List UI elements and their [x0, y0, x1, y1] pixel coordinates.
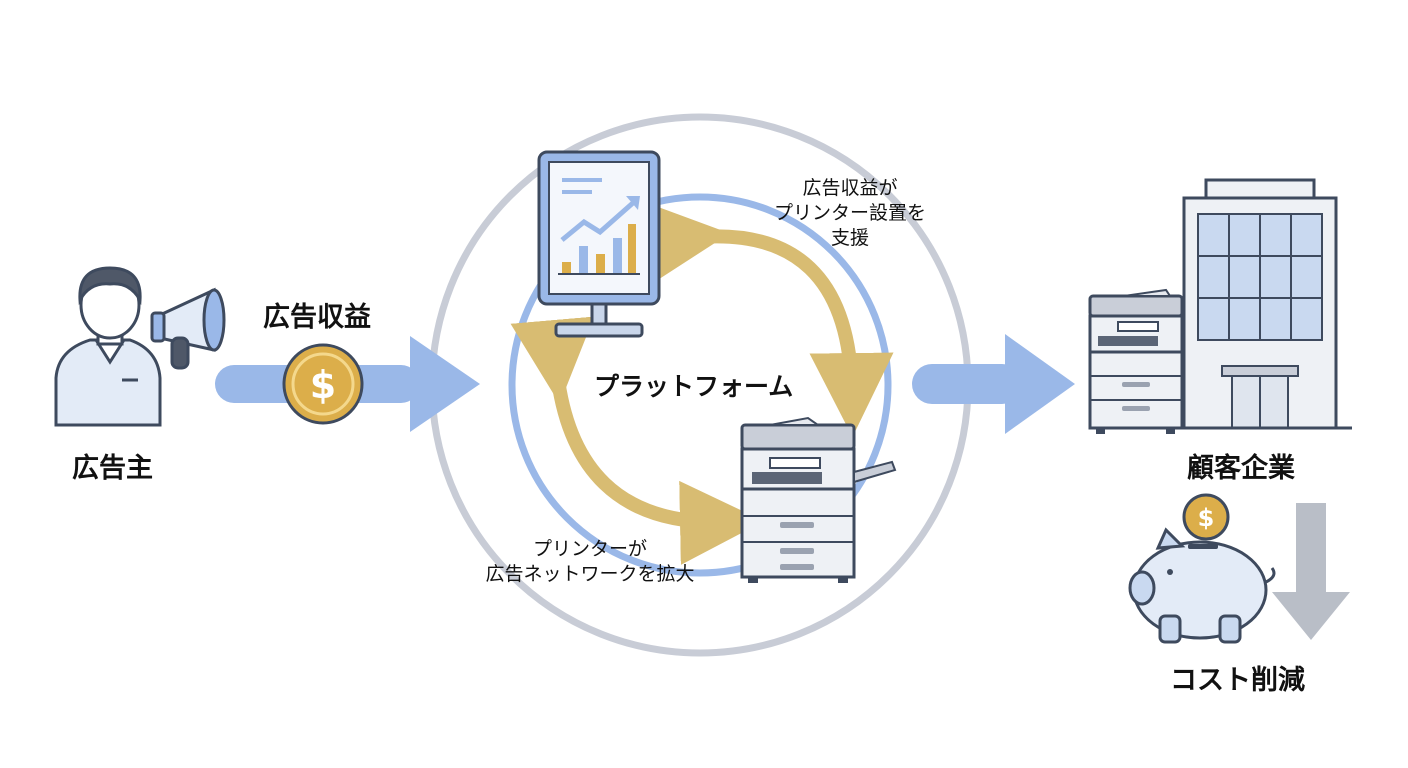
support-caption-line-3: 支援: [830, 227, 869, 249]
piggy-bank-icon: [1128, 527, 1276, 644]
printer-icon: [740, 416, 897, 583]
cost-down-arrow: [1272, 503, 1350, 640]
advertiser-label: 広告主: [72, 453, 153, 484]
support-caption: 広告収益が プリンター設置を 支援: [760, 176, 940, 251]
piggy-coin-symbol: $: [1198, 504, 1215, 532]
coin-symbol: $: [310, 363, 336, 407]
cost-reduction-label: コスト削減: [1170, 665, 1305, 696]
signage-display-icon: [537, 150, 661, 338]
support-caption-line-1: 広告収益が: [802, 177, 898, 199]
expand-caption-line-2: 広告ネットワークを拡大: [485, 563, 695, 585]
customer-label: 顧客企業: [1187, 453, 1295, 484]
support-caption-line-2: プリンター設置を: [773, 202, 926, 224]
customer-building-icon: [1170, 178, 1352, 430]
piggy-coin-icon: $: [1182, 493, 1230, 541]
revenue-coin-icon: $: [282, 343, 364, 425]
platform-to-customer-arrow: [912, 334, 1075, 434]
expand-cycle-arrow: [510, 316, 764, 565]
expand-caption: プリンターが 広告ネットワークを拡大: [470, 537, 710, 587]
expand-caption-line-1: プリンターが: [532, 538, 647, 560]
ad-revenue-label: 広告収益: [263, 302, 371, 333]
support-cycle-arrow: [641, 200, 894, 437]
platform-label: プラットフォーム: [594, 372, 794, 401]
customer-printer-icon: [1088, 288, 1184, 434]
advertiser-icon: [54, 266, 226, 427]
